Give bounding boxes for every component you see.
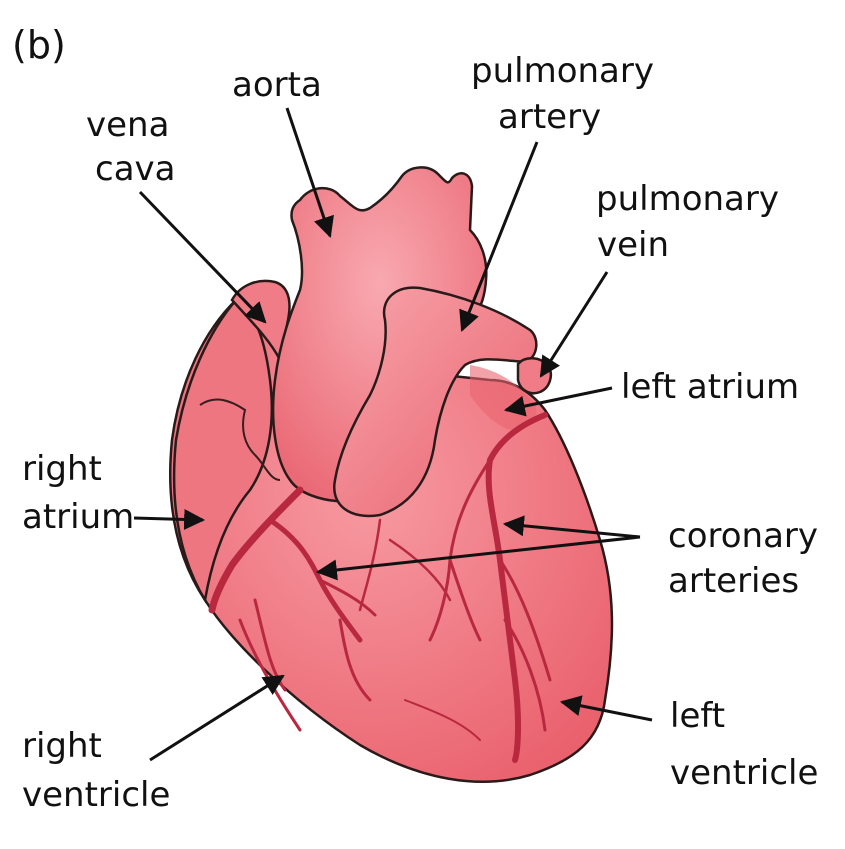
label-right-ventricle-line2: ventricle bbox=[22, 775, 170, 815]
label-vena-cava-line2: cava bbox=[95, 149, 175, 189]
arrow-coronary-2 bbox=[315, 535, 641, 581]
label-coronary-arteries-line1: coronary bbox=[668, 516, 818, 556]
label-left-ventricle-line1: left bbox=[670, 696, 725, 736]
pulmonary-vein-shape bbox=[516, 357, 552, 395]
label-coronary-arteries: coronary arteries bbox=[668, 516, 829, 601]
label-pulmonary-artery-line2: artery bbox=[498, 97, 601, 137]
arrow-left-atrium bbox=[503, 386, 613, 417]
label-pulmonary-vein-line1: pulmonary bbox=[596, 179, 779, 219]
label-vena-cava: vena cava bbox=[86, 105, 180, 189]
label-pulmonary-artery-line1: pulmonary bbox=[471, 51, 654, 91]
arrow-left-ventricle bbox=[559, 695, 653, 722]
atrium-crease bbox=[199, 398, 281, 481]
label-right-atrium: right atrium bbox=[22, 449, 134, 537]
label-left-atrium: left atrium bbox=[621, 367, 799, 407]
label-pulmonary-vein: pulmonary vein bbox=[596, 179, 790, 265]
label-left-ventricle-line2: ventricle bbox=[670, 753, 818, 793]
pulmonary-artery-shape bbox=[332, 286, 538, 518]
label-vena-cava-line1: vena bbox=[86, 105, 169, 145]
label-right-atrium-line2: atrium bbox=[22, 497, 134, 537]
label-aorta: aorta bbox=[232, 65, 322, 105]
leader-arrows bbox=[133, 107, 653, 762]
arrow-coronary-1 bbox=[502, 515, 641, 539]
arrow-right-atrium bbox=[133, 508, 206, 530]
label-left-ventricle: left ventricle bbox=[670, 696, 818, 793]
label-right-ventricle: right ventricle bbox=[22, 726, 170, 815]
arrow-pulmonary-artery bbox=[459, 141, 539, 332]
arrow-aorta bbox=[285, 107, 334, 238]
label-right-ventricle-line1: right bbox=[22, 726, 102, 766]
arrow-pulmonary-vein bbox=[539, 271, 609, 378]
label-pulmonary-vein-line2: vein bbox=[597, 225, 669, 265]
labels: aorta pulmonary artery vena cava pulmona… bbox=[22, 51, 829, 815]
arrow-vena-cava bbox=[138, 190, 267, 324]
heart bbox=[169, 166, 614, 783]
label-coronary-arteries-line2: arteries bbox=[668, 561, 799, 601]
coronary-vessels bbox=[208, 412, 552, 763]
label-right-atrium-line1: right bbox=[22, 449, 102, 489]
figure-label: (b) bbox=[12, 23, 66, 67]
arrow-right-ventricle bbox=[149, 674, 285, 762]
label-pulmonary-artery: pulmonary artery bbox=[471, 51, 665, 137]
